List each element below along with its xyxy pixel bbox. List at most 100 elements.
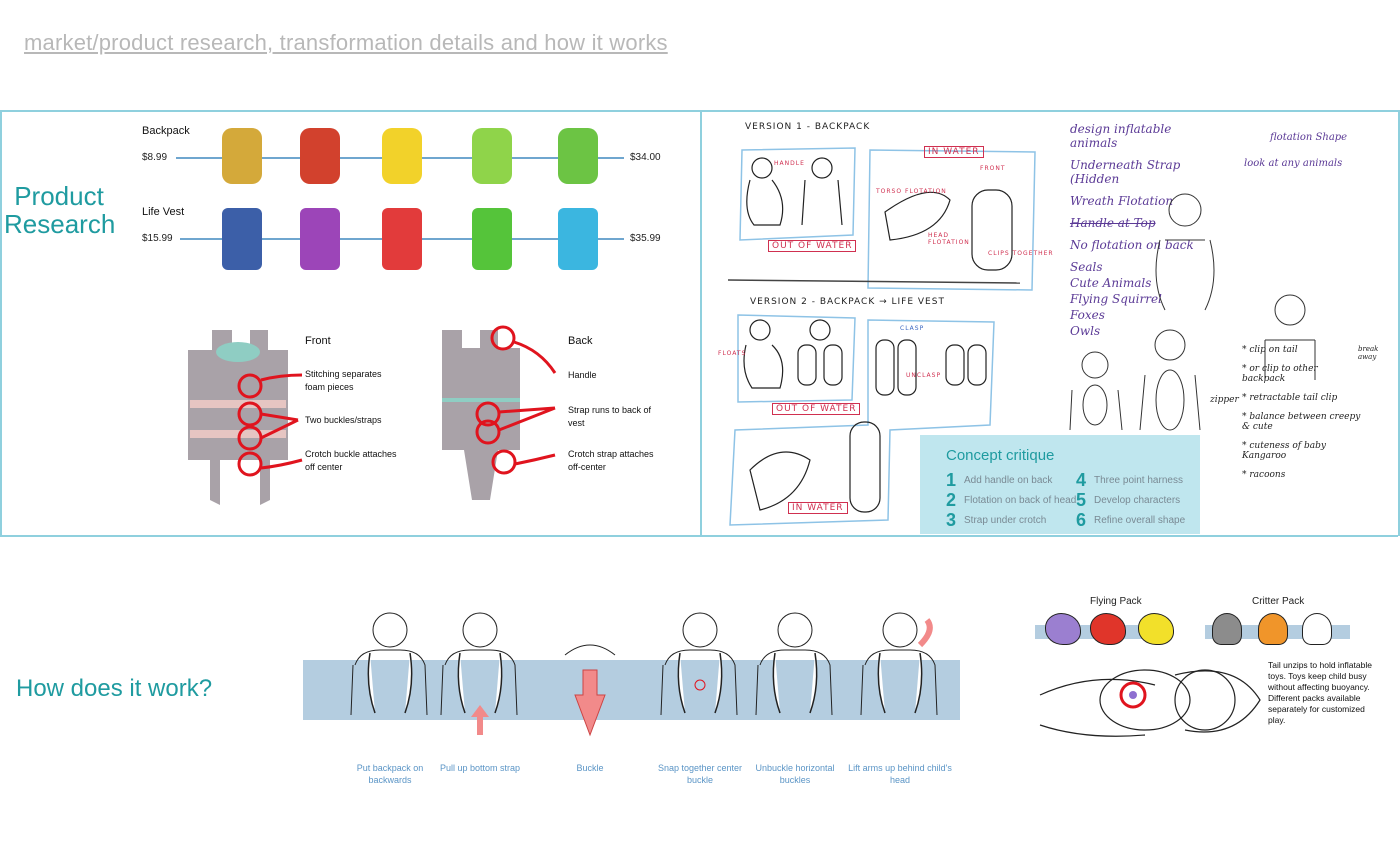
step-caption: Snap together center buckle	[657, 763, 743, 785]
back-callout-2: Strap runs to back of vest	[568, 405, 652, 428]
critique-text: Flotation on back of head	[964, 494, 1077, 506]
handwritten-note: Seals	[1070, 260, 1103, 274]
handwritten-note: Handle at Top	[1070, 216, 1156, 230]
critter-pack-toy	[1302, 613, 1332, 645]
lifevest-product-image	[300, 208, 340, 270]
step-caption: Put backpack on backwards	[356, 763, 424, 785]
flying-pack-label: Flying Pack	[1090, 596, 1142, 607]
lifevest-product-image	[472, 208, 512, 270]
step-caption: Buckle	[576, 763, 604, 773]
handwritten-note: Wreath Flotation	[1070, 194, 1174, 208]
research-panel	[0, 110, 1398, 537]
note-look-animals: look at any animals	[1244, 158, 1343, 169]
step-illustration	[350, 612, 428, 716]
step-illustration	[660, 612, 738, 716]
handwritten-note: Flying Squirrel	[1070, 292, 1162, 306]
step-illustration	[860, 612, 938, 716]
note-zipper: zipper	[1210, 395, 1239, 405]
critique-text: Strap under crotch	[964, 514, 1047, 526]
tag-in-water-1: IN WATER	[924, 146, 984, 158]
tag-clips: CLIPS TOGETHER	[988, 250, 1054, 257]
critique-column-2: 4 Three point harness 5 Develop characters…	[1076, 470, 1185, 530]
heading-line-2: Research	[4, 209, 116, 239]
panel-border-left	[0, 110, 2, 536]
critique-item: 5 Develop characters	[1076, 490, 1185, 510]
tag-clasp: CLASP	[900, 325, 925, 332]
handwritten-note: No flotation on back	[1070, 238, 1194, 252]
character-sketches	[1069, 193, 1316, 431]
step-illustration	[755, 612, 833, 716]
child-floating-illustration	[1039, 669, 1261, 737]
step-illustration	[440, 612, 518, 735]
critique-text: Develop characters	[1094, 494, 1181, 506]
flying-pack-toy	[1045, 613, 1081, 645]
critter-pack-toy	[1258, 613, 1288, 645]
critique-item: 2 Flotation on back of head	[946, 490, 1076, 510]
critique-title: Concept critique	[946, 447, 1055, 464]
callout-circles	[237, 325, 557, 477]
lifevest-min-price: $15.99	[142, 233, 173, 244]
vest-diagrams	[188, 325, 557, 505]
back-callout-3: Crotch strap attaches off-center	[568, 449, 654, 472]
flying-pack-toy	[1138, 613, 1174, 645]
heading-line-1: Product	[14, 181, 104, 211]
page-title: market/product research, transformation …	[24, 30, 668, 55]
notes-bottom: * clip on tail * or clip to other backpac…	[1242, 345, 1362, 489]
panel-border-right	[1398, 110, 1400, 536]
how-heading: How does it work?	[16, 675, 213, 702]
critter-pack-label: Critter Pack	[1252, 596, 1305, 607]
note-flotation-shape: flotation Shape	[1270, 132, 1348, 143]
step-illustration	[564, 644, 616, 737]
handwritten-note: * clip on tail	[1242, 345, 1298, 355]
flying-pack-toy	[1090, 613, 1126, 645]
backpack-product-image	[300, 128, 340, 184]
tag-unclasp: UNCLASP	[906, 372, 942, 379]
backpack-min-price: $8.99	[142, 152, 168, 163]
handwritten-note: * retractable tail clip	[1242, 393, 1338, 403]
backpack-product-image	[472, 128, 512, 184]
version-2-label: VERSION 2 - BACKPACK → LIFE VEST	[750, 297, 945, 307]
handwritten-note: * balance between creepy & cute	[1242, 412, 1361, 432]
packs-description: Tail unzips to hold inflatable toys. Toy…	[1268, 660, 1372, 725]
tag-in-water-2: IN WATER	[788, 502, 848, 514]
lifevest-product-image	[558, 208, 598, 270]
panel-divider	[700, 110, 702, 536]
lifevest-product-image	[222, 208, 262, 270]
front-callout-1: Stitching separates foam pieces	[305, 369, 382, 392]
handwritten-note: Owls	[1070, 324, 1101, 338]
step-caption: Unbuckle horizontal buckles	[755, 763, 835, 785]
critique-text: Refine overall shape	[1094, 514, 1186, 526]
critique-number: 1	[946, 469, 957, 490]
backpack-product-image	[382, 128, 422, 184]
back-heading: Back	[568, 335, 593, 347]
back-callout-1: Handle	[568, 370, 597, 380]
critter-pack-toy	[1212, 613, 1242, 645]
handwritten-note: * racoons	[1242, 470, 1286, 480]
handwritten-note: * or clip to other backpack	[1242, 364, 1318, 384]
version-1-label: VERSION 1 - BACKPACK	[745, 122, 871, 132]
front-callout-3: Crotch buckle attaches off center	[305, 449, 397, 472]
tag-head: HEAD FLOTATION	[928, 232, 970, 246]
critique-number: 2	[946, 489, 957, 510]
step-caption: Pull up bottom strap	[439, 763, 521, 773]
tag-out-of-water-1: OUT OF WATER	[768, 240, 857, 252]
backpack-product-image	[222, 128, 262, 184]
handwritten-note: Cute Animals	[1070, 276, 1152, 290]
lifevest-max-price: $35.99	[630, 233, 661, 244]
backpack-label: Backpack	[142, 125, 190, 137]
critique-number: 5	[1076, 489, 1087, 510]
steps-band	[303, 660, 960, 720]
critique-number: 4	[1076, 469, 1087, 490]
backpack-product-image	[558, 128, 598, 184]
sketch-drawings	[727, 147, 1036, 526]
backpack-max-price: $34.00	[630, 152, 661, 163]
critique-item: 3 Strap under crotch	[946, 510, 1076, 530]
tag-out-of-water-2: OUT OF WATER	[772, 403, 861, 415]
critique-number: 3	[946, 509, 957, 530]
front-callout-2: Two buckles/straps	[305, 415, 382, 425]
critique-text: Three point harness	[1094, 474, 1183, 486]
front-heading: Front	[305, 335, 331, 347]
